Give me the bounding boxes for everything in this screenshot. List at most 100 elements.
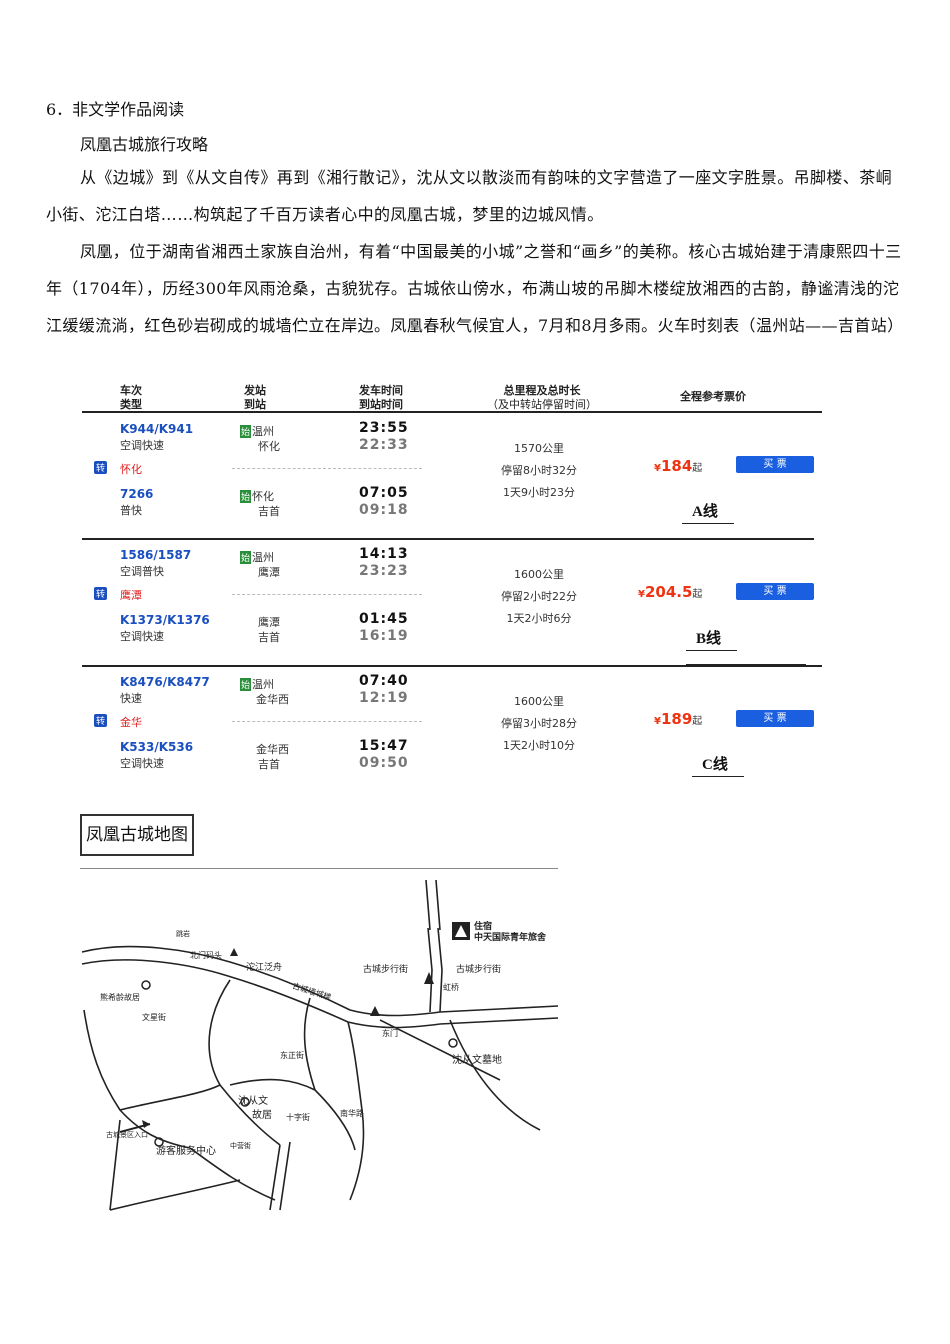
route-a-leg1-depart: 23:55 <box>359 420 409 436</box>
route-b-distance: 1600公里 <box>514 568 564 581</box>
east-gate-label: 东门 <box>382 1028 398 1038</box>
route-c-leg1-to: 金华西 <box>256 693 289 706</box>
east-gate-tower-icon <box>370 1006 380 1016</box>
route-a-price: ¥184起 <box>654 457 703 475</box>
route-b-price: ¥204.5起 <box>638 583 703 601</box>
transfer-badge: 转 <box>94 714 108 727</box>
entrance-label: 古城景区入口 <box>106 1130 148 1139</box>
route-b-leg1-train[interactable]: 1586/1587 <box>120 548 192 562</box>
route-a-leg1-train[interactable]: K944/K941 <box>120 422 194 436</box>
phoenix-town-map: 住宿 中天国际青年旅舍 北门码头 沱江泛舟 古城步行街 古城步行街 古城墙城楼 … <box>81 880 559 1211</box>
route-b-buy-button[interactable]: 买 票 <box>736 583 814 600</box>
route-b-leg2-type: 空调快速 <box>120 630 164 643</box>
header-train: 车次类型 <box>120 384 142 411</box>
route-a-transfer-station: 怀化 <box>120 463 142 476</box>
header-distance: 总里程及总时长（及中转站停留时间） <box>487 384 597 411</box>
route-divider <box>82 538 814 540</box>
transfer-badge: 转 <box>94 461 108 474</box>
route-b-leg2-from: 鹰潭 <box>258 616 280 629</box>
origin-badge: 始 <box>240 551 252 564</box>
train-timetable: 车次类型 发站到站 发车时间到站时间 总里程及总时长（及中转站停留时间） 全程参… <box>82 380 822 780</box>
article-title: 凤凰古城旅行攻略 <box>80 135 209 154</box>
poi-marker-icon <box>240 1097 250 1107</box>
poi-marker-icon <box>448 1038 458 1048</box>
route-b-leg2-to: 吉首 <box>258 631 280 644</box>
route-b-leg2-train[interactable]: K1373/K1376 <box>120 613 210 627</box>
route-a-leg1-type: 空调快速 <box>120 439 164 452</box>
route-a-leg2-depart: 07:05 <box>359 485 409 501</box>
city-wall-label: 古城墙城楼 <box>291 980 332 1002</box>
hongqiao-label: 虹桥 <box>443 982 459 992</box>
route-b-leg1-type: 空调普快 <box>120 565 164 578</box>
xiong-residence-label: 熊希龄故居 <box>100 992 140 1002</box>
route-a-leg2-train[interactable]: 7266 <box>120 487 154 501</box>
route-c-distance: 1600公里 <box>514 695 564 708</box>
route-a-duration: 1天9小时23分 <box>503 486 575 499</box>
route-c-leg1-train[interactable]: K8476/K8477 <box>120 675 210 689</box>
route-b-leg2-depart: 01:45 <box>359 611 409 627</box>
route-c-transfer-station: 金华 <box>120 716 142 729</box>
lodging-title: 住宿 <box>474 920 492 932</box>
poi-marker-icon <box>154 1137 164 1147</box>
route-c-leg2-train[interactable]: K533/K536 <box>120 740 194 754</box>
shen-tomb-label: 沈从文墓地 <box>452 1053 502 1066</box>
dongzheng-street-label: 东正街 <box>280 1050 304 1060</box>
shen-residence-label-2: 故居 <box>252 1108 272 1121</box>
route-b-leg1-arrive: 23:23 <box>359 563 409 579</box>
route-a-leg2-to: 吉首 <box>258 505 280 518</box>
leg-separator <box>232 594 422 595</box>
article-paragraph-2: 凤凰，位于湖南省湘西土家族自治州，有着“中国最美的小城”之誉和“画乡”的美称。核… <box>46 242 904 335</box>
leg-separator <box>232 721 422 722</box>
route-a-leg1-from: 始温州 <box>240 425 275 438</box>
route-c-stop: 停留3小时28分 <box>501 717 577 730</box>
header-price: 全程参考票价 <box>680 390 746 403</box>
route-c-leg1-depart: 07:40 <box>359 673 409 689</box>
route-a-leg1-arrive: 22:33 <box>359 437 409 453</box>
zhongying-street-label: 中营街 <box>230 1141 251 1150</box>
route-c-buy-button[interactable]: 买 票 <box>736 710 814 727</box>
header-station: 发站到站 <box>244 384 266 411</box>
article-paragraph-1: 从《边城》到《从文自传》再到《湘行散记》，沈从文以散淡而有韵味的文字营造了一座文… <box>46 168 893 224</box>
origin-badge: 始 <box>240 490 252 503</box>
header-divider <box>82 411 822 413</box>
route-a-leg2-from: 始怀化 <box>240 490 275 503</box>
route-a-stop: 停留8小时32分 <box>501 464 577 477</box>
route-a-leg1-to: 怀化 <box>258 440 280 453</box>
route-c-leg1-from: 始温州 <box>240 678 275 691</box>
route-c-leg2-from: 金华西 <box>256 743 289 756</box>
wenxing-street-label: 文星街 <box>142 1012 166 1022</box>
visitor-center-label: 游客服务中心 <box>156 1144 216 1157</box>
route-a-buy-button[interactable]: 买 票 <box>736 456 814 473</box>
walk-street-label-1: 古城步行街 <box>363 963 408 975</box>
bridge-label: 跳岩 <box>176 929 190 938</box>
north-gate-label: 北门码头 <box>190 950 222 960</box>
route-c-duration: 1天2小时10分 <box>503 739 575 752</box>
route-c-leg2-type: 空调快速 <box>120 757 164 770</box>
tuojiang-boat-label: 沱江泛舟 <box>246 961 282 973</box>
route-c-leg1-type: 快速 <box>120 692 142 705</box>
arrow-head-icon <box>142 1120 150 1128</box>
shen-residence-label-1: 沈从文 <box>238 1094 268 1107</box>
route-b-stop: 停留2小时22分 <box>501 590 577 603</box>
route-b-transfer-station: 鹰潭 <box>120 589 142 602</box>
question-title: 6．非文学作品阅读 <box>46 100 185 119</box>
pavilion-icon <box>230 948 238 956</box>
route-c-price: ¥189起 <box>654 710 703 728</box>
origin-badge: 始 <box>240 425 252 438</box>
route-b-leg1-depart: 14:13 <box>359 546 409 562</box>
route-c-leg2-depart: 15:47 <box>359 738 409 754</box>
route-b-duration: 1天2小时6分 <box>506 612 572 625</box>
route-a-distance: 1570公里 <box>514 442 564 455</box>
route-c-leg2-to: 吉首 <box>258 758 280 771</box>
shizi-street-label: 十字街 <box>286 1112 310 1122</box>
route-a-label: A线 <box>682 500 734 524</box>
hongqiao-tower-icon <box>424 972 434 984</box>
map-title: 凤凰古城地图 <box>80 814 194 856</box>
map-divider <box>80 868 558 869</box>
origin-badge: 始 <box>240 678 252 691</box>
route-b-leg2-arrive: 16:19 <box>359 628 409 644</box>
route-c-leg1-arrive: 12:19 <box>359 690 409 706</box>
map-roads <box>81 880 559 1211</box>
route-b-label: B线 <box>686 627 738 651</box>
route-a-leg2-arrive: 09:18 <box>359 502 409 518</box>
